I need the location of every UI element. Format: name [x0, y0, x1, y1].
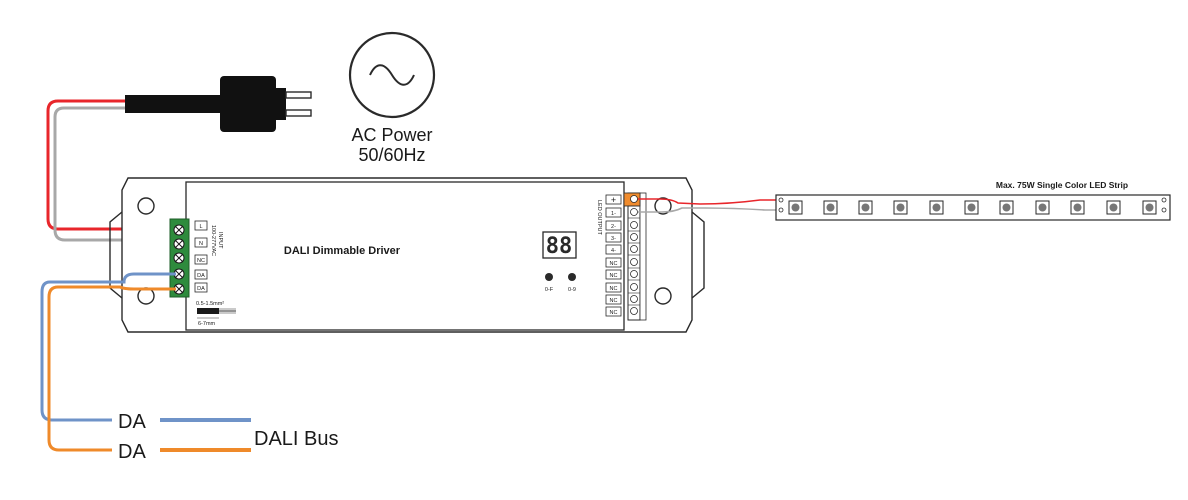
- sine-wave-icon: [369, 64, 415, 86]
- output-terminal-labels: + 1- 2- 3- 4- NC NC NC NC NC: [605, 194, 622, 317]
- led-strip-label: Max. 75W Single Color LED Strip: [996, 180, 1128, 190]
- da-label-1: DA: [118, 411, 146, 433]
- output-label-nc4: NC: [610, 298, 618, 304]
- ac-frequency-label: 50/60Hz: [358, 145, 425, 165]
- dali-bus-label: DALI Bus: [254, 428, 338, 450]
- neutral-wire: [53, 106, 176, 242]
- input-terminal-block: [169, 218, 190, 298]
- da-orange-wire: [47, 285, 176, 452]
- input-terminal-labels: L N NC DA DA: [194, 220, 208, 293]
- da-label-2: DA: [118, 441, 146, 463]
- terminal-label-da2: DA: [197, 286, 205, 292]
- output-label-nc3: NC: [610, 286, 618, 292]
- led-negative-wire: [638, 207, 783, 213]
- power-plug: [125, 76, 312, 132]
- output-label-4: 4-: [611, 248, 616, 254]
- output-label-nc2: NC: [610, 273, 618, 279]
- terminal-label-n: N: [199, 241, 203, 247]
- mount-hole: [654, 287, 672, 305]
- display-digits: 88: [546, 234, 573, 259]
- output-terminal-block: [623, 192, 647, 321]
- ac-power-label: AC Power: [351, 125, 432, 145]
- ac-source-icon: [348, 31, 436, 119]
- address-button-left[interactable]: [545, 273, 553, 281]
- output-label-2: 2-: [611, 224, 616, 230]
- terminal-label-l: L: [199, 224, 202, 230]
- output-label-nc5: NC: [610, 310, 618, 316]
- led-positive-wire: [638, 198, 783, 205]
- mount-hole: [654, 197, 672, 215]
- seven-segment-display: 88: [542, 231, 577, 259]
- terminal-label-nc: NC: [197, 258, 205, 264]
- button-left-label: 0-F: [545, 287, 554, 293]
- ac-power-symbol: [348, 31, 436, 119]
- output-screw-icons: [630, 195, 638, 315]
- wire-gauge-label: 0.5-1.5mm²: [196, 301, 224, 307]
- mount-hole: [137, 197, 155, 215]
- driver-title: DALI Dimmable Driver: [284, 245, 401, 257]
- input-label: INPUT: [217, 232, 223, 249]
- strip-length-label: 6-7mm: [198, 321, 216, 327]
- input-voltage-label: 100-277VAC: [210, 225, 216, 256]
- output-label-1: 1-: [611, 211, 616, 217]
- address-button-right[interactable]: [568, 273, 576, 281]
- led-strip: [775, 194, 1171, 221]
- output-label-nc1: NC: [610, 261, 618, 267]
- led-output-label: LED OUTPUT: [596, 200, 602, 235]
- output-label-3: 3-: [611, 236, 616, 242]
- da-blue-wire: [40, 272, 176, 422]
- output-label-plus: +: [611, 195, 616, 205]
- wire-strip-icon: [197, 308, 236, 319]
- driver-housing: [109, 177, 705, 333]
- terminal-label-da1: DA: [197, 273, 205, 279]
- button-right-label: 0-9: [568, 287, 576, 293]
